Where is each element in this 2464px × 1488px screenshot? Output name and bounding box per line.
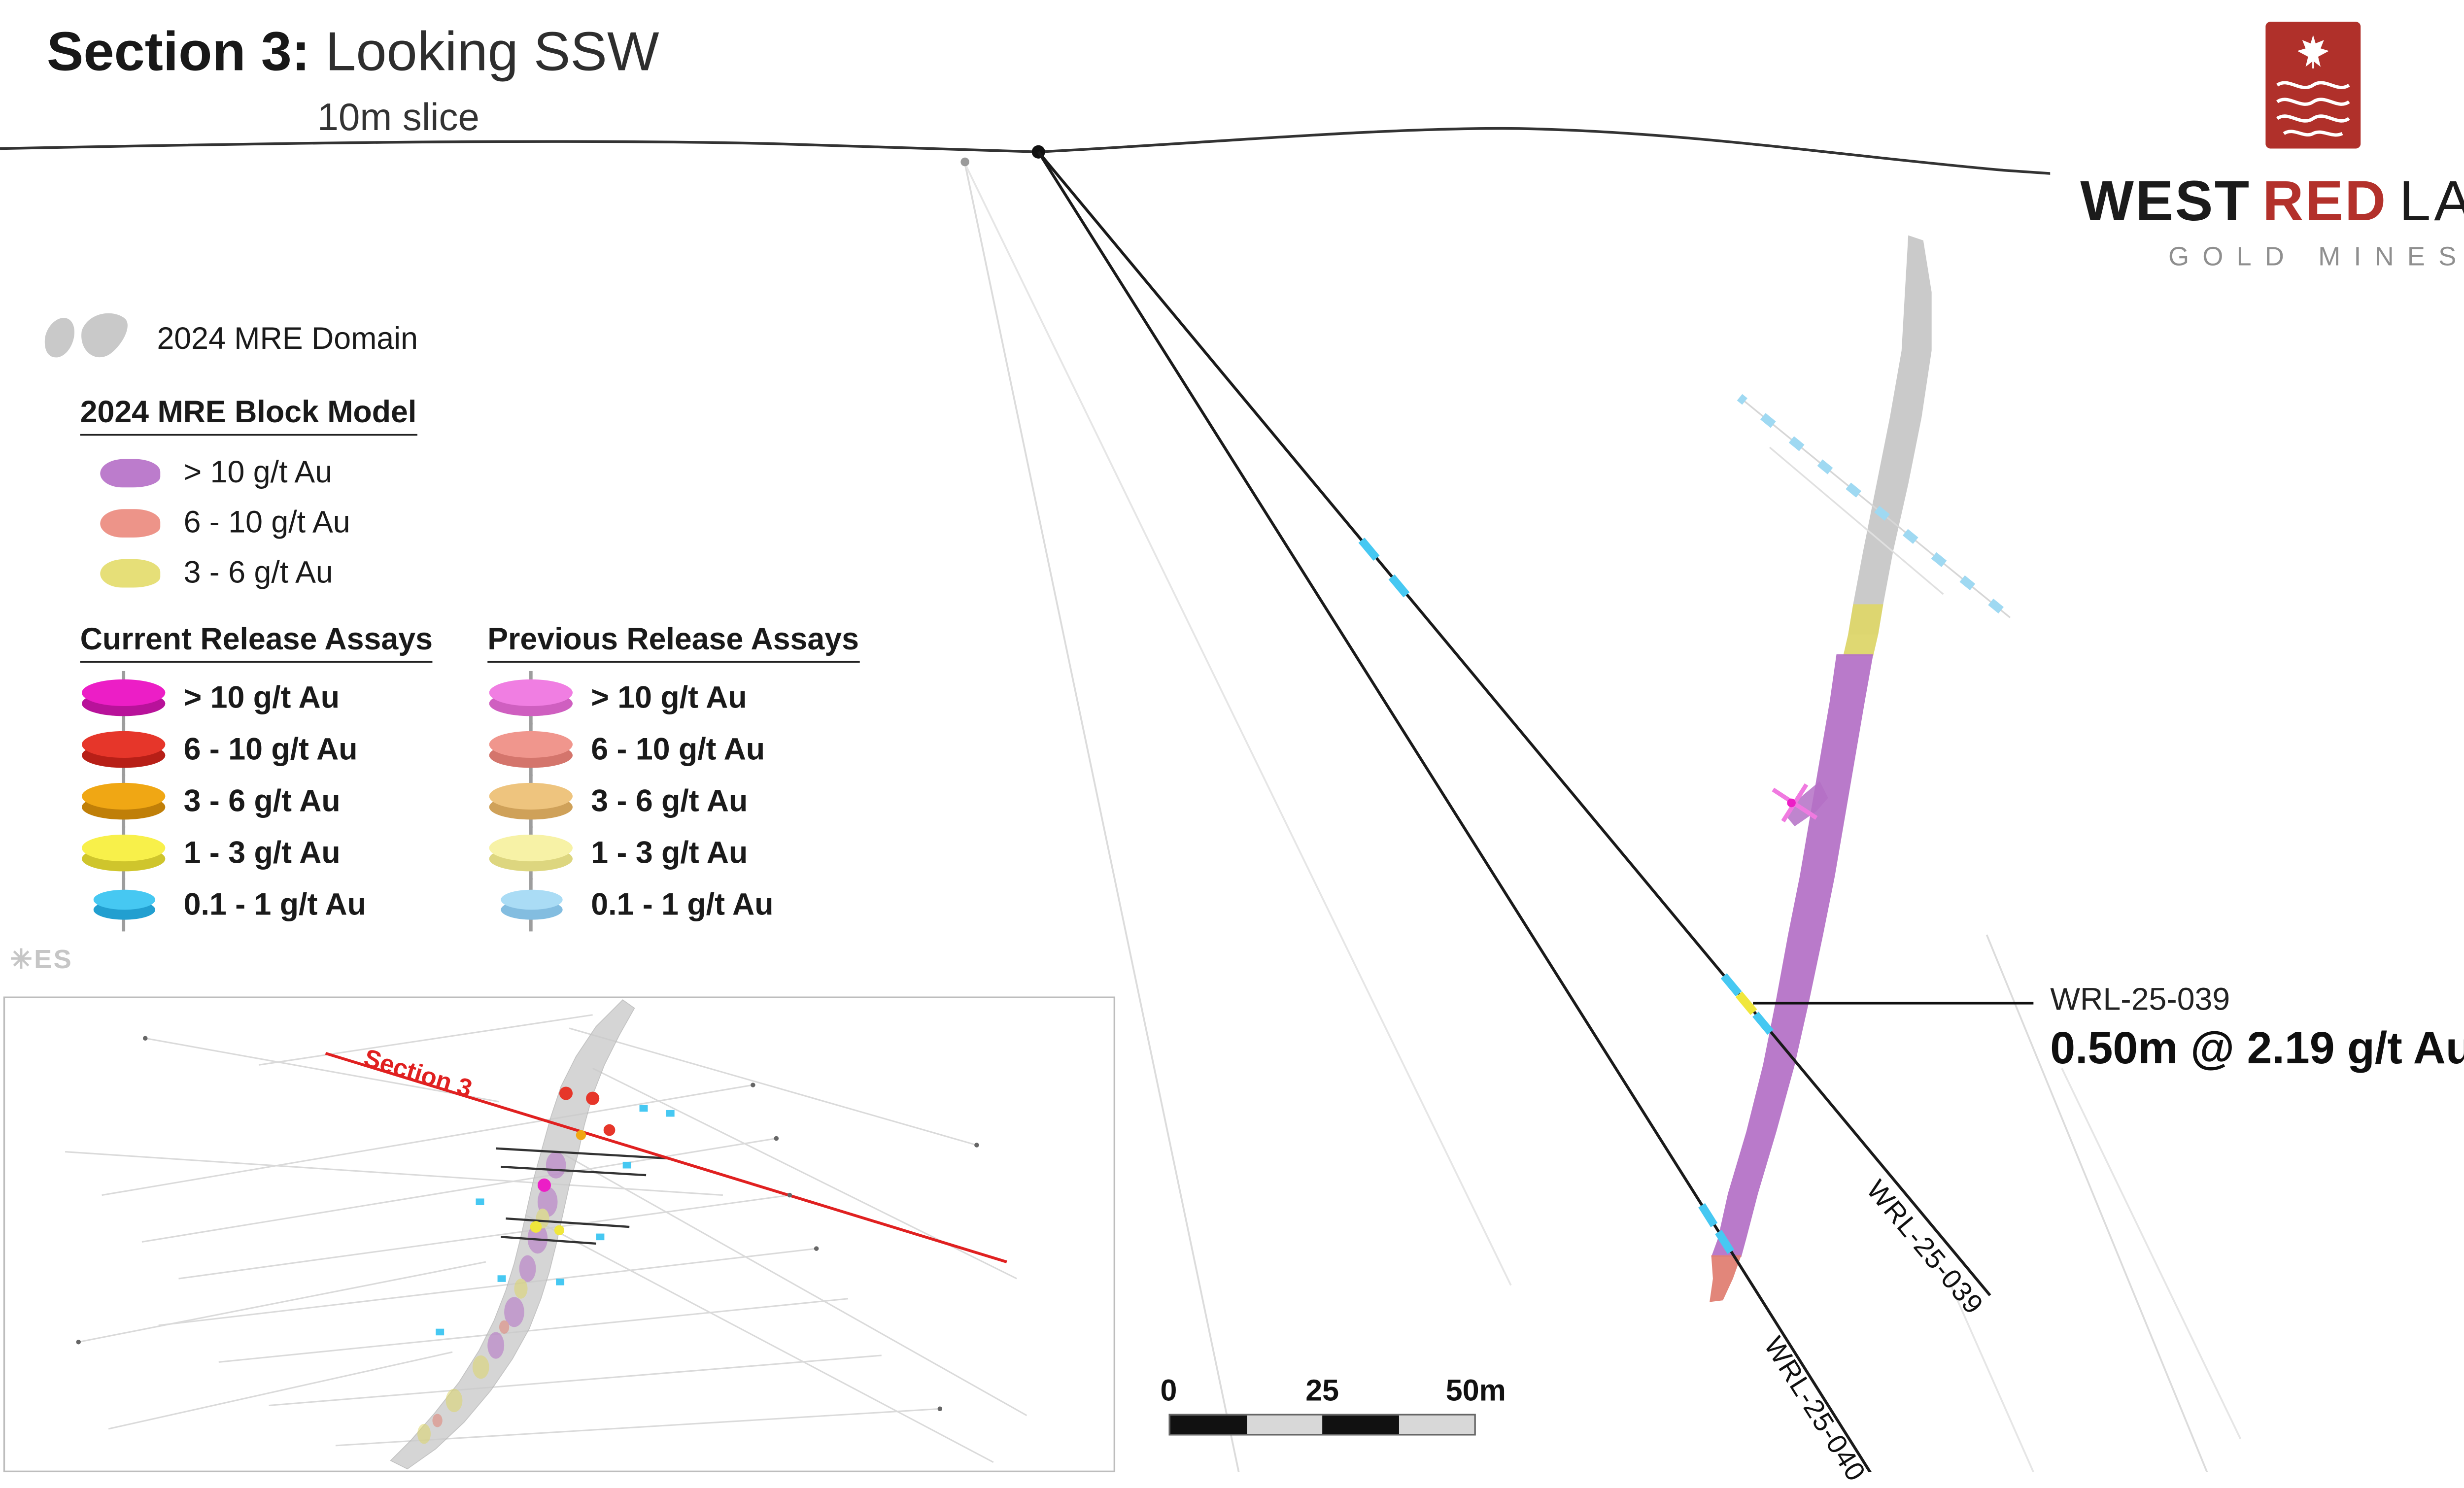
block-3-6-icon	[100, 558, 161, 587]
current-gt10-label: > 10 g/t Au	[183, 678, 340, 714]
plan-view-inset: Section 3	[3, 996, 1116, 1473]
previous-6-10-label: 6 - 10 g/t Au	[591, 730, 765, 766]
assay-ticks	[1358, 538, 1774, 1254]
page-title: Section 3: Looking SSW	[47, 20, 659, 84]
section-number: Section 3:	[46, 20, 310, 82]
current-01-1-label: 0.1 - 1 g/t Au	[183, 885, 366, 921]
domain-salmon	[1710, 1255, 1742, 1302]
mre-domain-shape	[1710, 235, 1932, 1302]
magenta-assay-dot	[1787, 798, 1796, 808]
scale-mid-label: 25	[1305, 1374, 1339, 1407]
previous-hole-trace	[1737, 394, 2013, 621]
company-logo-mark	[2265, 22, 2361, 149]
assay-item: 6 - 10 g/t Au	[80, 722, 366, 776]
company-tagline: GOLD MINES	[2168, 243, 2464, 272]
wordmark-lake: LAKE	[2399, 170, 2464, 234]
domain-gray	[1848, 235, 1932, 635]
previous-assays-list: > 10 g/t Au 6 - 10 g/t Au 3 - 6 g/t Au 1…	[487, 670, 774, 931]
inset-domain-mottling	[417, 1151, 566, 1444]
current-gt10-disc-icon	[80, 670, 167, 724]
previous-1-3-label: 1 - 3 g/t Au	[591, 834, 748, 869]
inset-assay-dots	[436, 1086, 675, 1336]
assay-item: 1 - 3 g/t Au	[487, 825, 773, 879]
assay-item: 0.1 - 1 g/t Au	[80, 877, 366, 931]
inset-section-cut-lines	[496, 1147, 670, 1245]
legend-domain-label: 2024 MRE Domain	[157, 320, 418, 356]
previous-3-6-label: 3 - 6 g/t Au	[591, 782, 748, 817]
annotation-hole-id: WRL-25-039	[2050, 983, 2230, 1018]
legend-domain-row: 2024 MRE Domain	[40, 307, 418, 371]
es-watermark-text: ES	[34, 946, 73, 975]
current-assays-list: > 10 g/t Au 6 - 10 g/t Au 3 - 6 g/t Au 1…	[80, 670, 366, 931]
secondary-collar-dot	[960, 157, 969, 167]
wordmark-west: WEST	[2080, 170, 2251, 234]
block-model-list: > 10 g/t Au 6 - 10 g/t Au 3 - 6 g/t Au	[100, 447, 350, 598]
assay-item: 3 - 6 g/t Au	[80, 774, 366, 827]
inset-section-line	[325, 1051, 1007, 1263]
domain-purple-spur	[1784, 781, 1828, 826]
previous-6-10-disc-icon	[487, 722, 574, 776]
current-6-10-disc-icon	[80, 722, 167, 776]
mre-domain-icon	[44, 313, 128, 358]
current-assays-heading: Current Release Assays	[80, 621, 433, 663]
current-01-1-disc-icon	[80, 877, 167, 931]
scale-bar-segments	[1168, 1414, 1476, 1436]
inset-collar-dots	[76, 1036, 979, 1412]
assay-item: > 10 g/t Au	[487, 670, 773, 724]
assay-item: 0.1 - 1 g/t Au	[487, 877, 774, 931]
previous-gt10-label: > 10 g/t Au	[591, 678, 747, 714]
domain-yellow	[1843, 604, 1883, 656]
scale-bar: 0 25 50m	[1159, 1374, 1509, 1444]
es-sun-icon: ✳	[10, 946, 34, 975]
annotated-intercept-tick	[1735, 991, 1757, 1015]
previous-gt10-disc-icon	[487, 670, 574, 724]
domain-purple	[1711, 654, 1874, 1257]
current-3-6-label: 3 - 6 g/t Au	[183, 782, 341, 817]
block-6-10-icon	[100, 508, 161, 537]
maple-leaf-icon	[2297, 35, 2329, 68]
previous-01-1-disc-icon	[487, 877, 574, 931]
current-1-3-label: 1 - 3 g/t Au	[183, 834, 341, 869]
slice-subtitle: 10m slice	[317, 95, 479, 139]
assay-item: 3 - 6 g/t Au	[487, 774, 773, 827]
wave-lines-icon	[2276, 81, 2350, 137]
assay-item: 6 - 10 g/t Au	[487, 722, 773, 776]
previous-assays-heading: Previous Release Assays	[487, 621, 859, 663]
scale-end-label: 50m	[1445, 1374, 1506, 1407]
previous-1-3-disc-icon	[487, 825, 574, 879]
previous-3-6-disc-icon	[487, 774, 574, 827]
drillhole-040-line	[1037, 151, 1872, 1473]
current-6-10-label: 6 - 10 g/t Au	[183, 730, 358, 766]
block-model-item: 6 - 10 g/t Au	[100, 498, 350, 548]
assay-item: 1 - 3 g/t Au	[80, 825, 366, 879]
es-watermark: ✳ES	[10, 943, 73, 977]
block-model-heading: 2024 MRE Block Model	[80, 394, 417, 436]
previous-01-1-label: 0.1 - 1 g/t Au	[591, 885, 774, 921]
block-gt10-icon	[100, 458, 161, 487]
scale-start-label: 0	[1160, 1374, 1177, 1407]
background-drill-traces	[964, 163, 2242, 1473]
block-model-item: 3 - 6 g/t Au	[100, 547, 350, 598]
intercept-annotation: WRL-25-039 0.50m @ 2.19 g/t Au	[2050, 983, 2464, 1075]
current-3-6-disc-icon	[80, 774, 167, 827]
drillhole-039-line	[1037, 151, 1991, 1296]
block-6-10-label: 6 - 10 g/t Au	[183, 504, 350, 540]
inset-domain-shape	[390, 999, 635, 1470]
company-wordmark: WESTREDLAKE	[2050, 165, 2464, 239]
block-3-6-label: 3 - 6 g/t Au	[183, 554, 333, 589]
inset-section-label: Section 3	[361, 1043, 476, 1103]
assay-item: > 10 g/t Au	[80, 670, 366, 724]
current-1-3-disc-icon	[80, 825, 167, 879]
wordmark-red: RED	[2262, 170, 2388, 234]
annotation-intercept-value: 0.50m @ 2.19 g/t Au	[2050, 1023, 2464, 1074]
block-gt10-label: > 10 g/t Au	[183, 454, 333, 489]
section-view-direction: Looking SSW	[310, 20, 659, 82]
block-model-item: > 10 g/t Au	[100, 447, 350, 498]
